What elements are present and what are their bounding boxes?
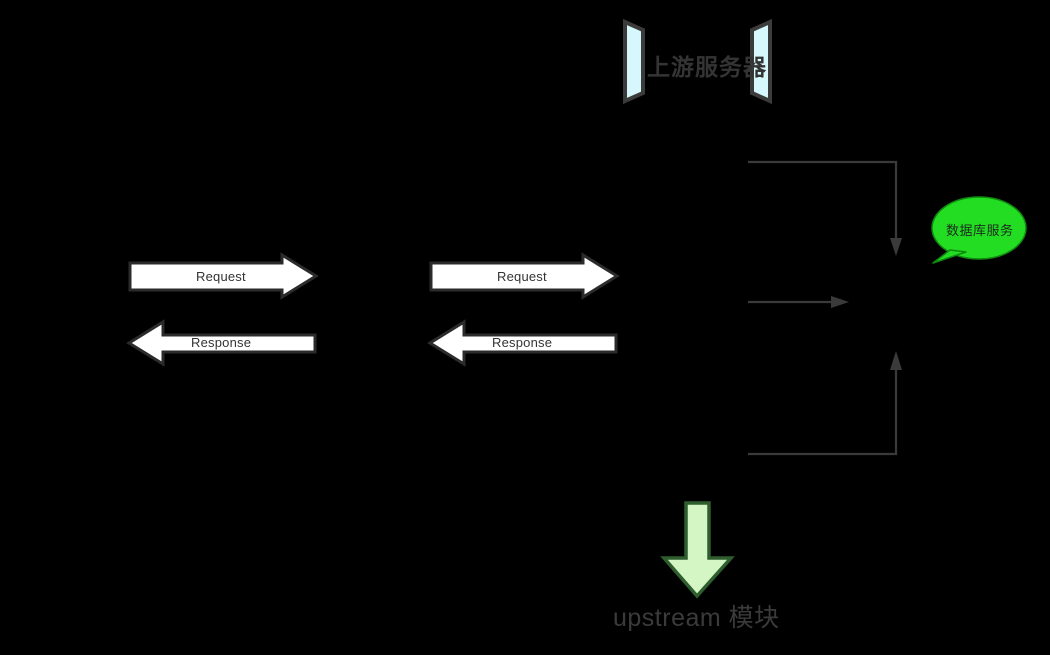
db-outbound-arrowhead [890, 238, 902, 256]
upstream-module-down-arrow [660, 501, 735, 599]
db-middle-arrowhead [831, 296, 849, 308]
upstream-server-panel-right [750, 18, 772, 105]
response-block-arrow-2 [427, 319, 618, 367]
db-outbound-path [748, 160, 898, 242]
db-inbound-arrowhead [890, 351, 902, 370]
upstream-server-panel-left [623, 18, 645, 105]
database-service-bubble-tail [932, 249, 967, 264]
db-inbound-path [748, 366, 898, 456]
request-block-arrow-2 [429, 252, 620, 300]
request-block-arrow-1 [128, 252, 319, 300]
database-service-bubble [931, 196, 1027, 260]
response-block-arrow-1 [126, 319, 317, 367]
